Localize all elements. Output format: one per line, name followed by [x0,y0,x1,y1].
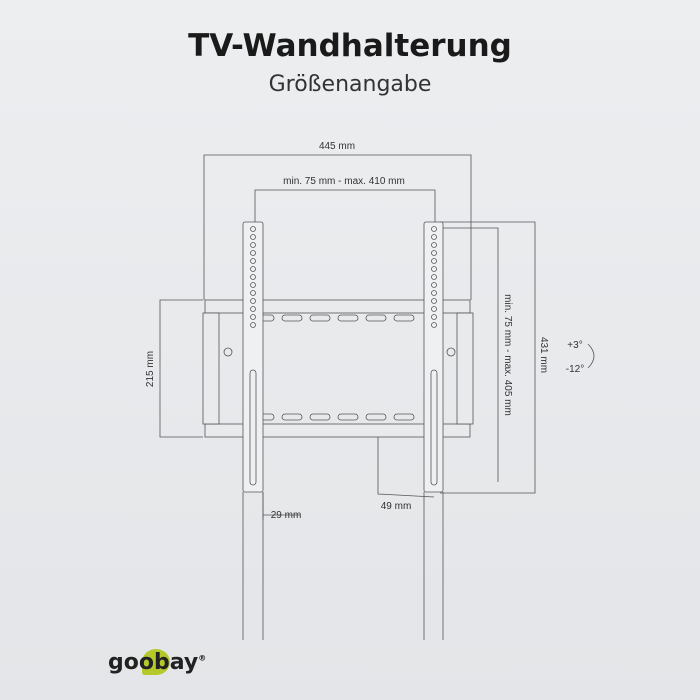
wall-plate [202,299,474,438]
rail-hole [250,242,256,248]
tilt-down: -12° [566,364,584,375]
rail-hole [250,250,256,256]
rail-hole [250,290,256,296]
rail-hole [250,282,256,288]
dim-vesa-vertical: min. 75 mm - max. 405 mm [502,294,513,416]
rail-slot [430,369,438,486]
rail-hole [431,234,437,240]
rail-hole [250,226,256,232]
rail-hole [250,322,256,328]
rail-hole [250,266,256,272]
rail-hole [250,258,256,264]
rail-hole [431,314,437,320]
rail-hole [431,282,437,288]
rail-slot [249,369,257,486]
rail-hole [431,226,437,232]
dim-vesa-horizontal: min. 75 mm - max. 410 mm [283,176,405,187]
page-title: TV-Wandhalterung [188,28,512,64]
dim-overall-width: 445 mm [319,141,355,152]
dim-wall-distance-min: 29 mm [271,510,302,521]
rail-hole [250,314,256,320]
dim-wall-distance-max: 49 mm [381,501,412,512]
dim-overall-height: 431 mm [538,337,549,373]
rail-holes [249,226,438,486]
rail-hole [250,306,256,312]
rail-hole [250,298,256,304]
rail-hole [250,234,256,240]
right-rail [423,221,444,640]
rail-hole [431,290,437,296]
tilt-arc-icon [587,343,595,369]
rail-hole [431,266,437,272]
rail-hole [250,274,256,280]
rail-hole [431,298,437,304]
page-subtitle: Größenangabe [268,72,432,97]
rail-hole [431,242,437,248]
rail-hole [431,322,437,328]
rail-hole [431,306,437,312]
dim-plate-height: 215 mm [145,351,156,387]
tilt-up: +3° [567,340,582,351]
rail-hole [431,258,437,264]
left-rail [242,221,264,640]
rail-hole [431,250,437,256]
rail-hole [431,274,437,280]
